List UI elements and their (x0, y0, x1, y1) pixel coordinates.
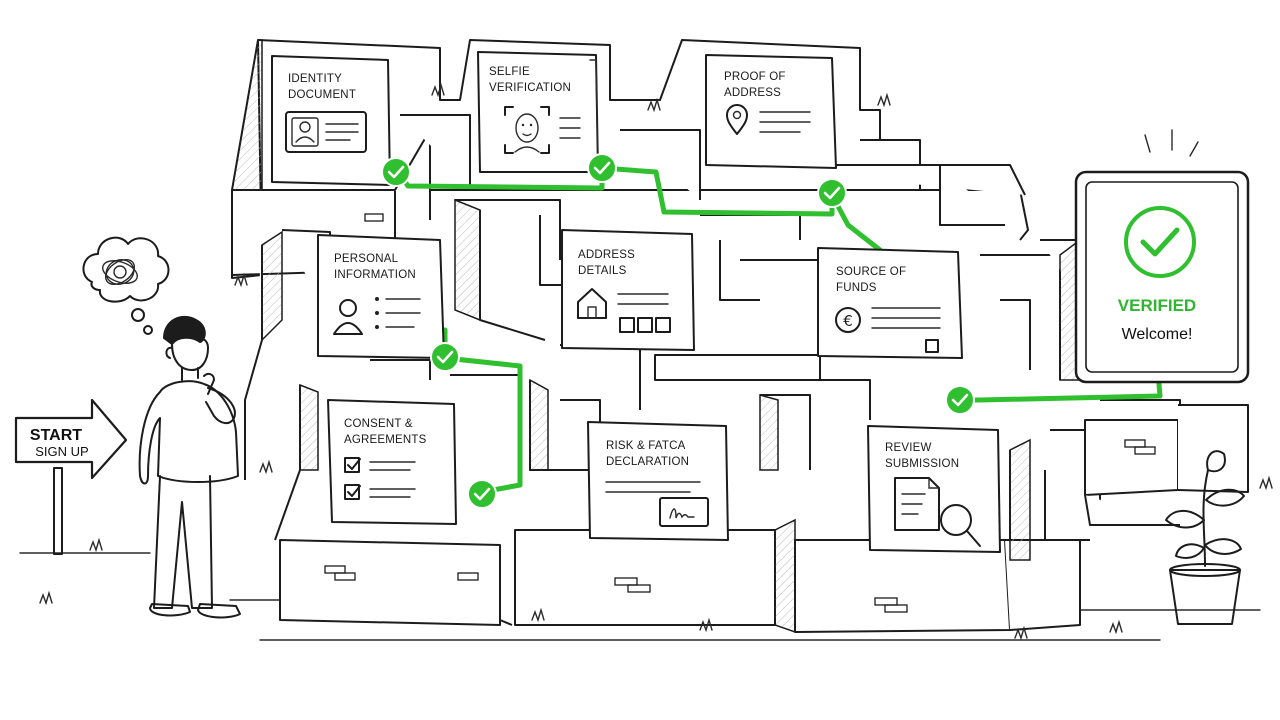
svg-text:DETAILS: DETAILS (578, 265, 627, 277)
svg-text:DOCUMENT: DOCUMENT (288, 89, 356, 101)
start-sign: START SIGN UP (14, 398, 128, 555)
house-icon (577, 288, 671, 333)
svg-text:IDENTITY: IDENTITY (288, 73, 342, 85)
doc-review: REVIEW SUBMISSION (867, 425, 1001, 553)
doc-identity: IDENTITY DOCUMENT (271, 55, 391, 186)
doc-address: ADDRESS DETAILS (561, 229, 695, 351)
start-label: START (30, 427, 82, 444)
success-check-icon (1124, 206, 1196, 278)
svg-text:CONSENT &: CONSENT & (344, 418, 413, 430)
check-icon (945, 385, 975, 415)
verified-label: VERIFIED (1118, 296, 1196, 315)
magnifier-icon (894, 477, 981, 547)
svg-text:SOURCE OF: SOURCE OF (836, 266, 906, 278)
documents: IDENTITY DOCUMENT SELFIE VERIFICATION (271, 51, 1001, 553)
face-scan-icon (504, 106, 581, 154)
svg-text:ADDRESS: ADDRESS (724, 87, 781, 99)
doc-personal: PERSONAL INFORMATION (317, 234, 445, 359)
svg-text:PROOF OF: PROOF OF (724, 71, 786, 83)
location-pin-icon (726, 104, 811, 135)
svg-text:REVIEW: REVIEW (885, 442, 932, 454)
doc-risk: RISK & FATCA DECLARATION (587, 421, 729, 541)
sign-up-label: SIGN UP (35, 444, 88, 459)
thought-bubble (82, 236, 170, 335)
welcome-message: Welcome! (1122, 326, 1193, 343)
doc-selfie: SELFIE VERIFICATION (477, 51, 599, 173)
doc-consent: CONSENT & AGREEMENTS (327, 399, 457, 525)
svg-text:DECLARATION: DECLARATION (606, 456, 689, 468)
svg-text:AGREEMENTS: AGREEMENTS (344, 434, 427, 446)
svg-text:FUNDS: FUNDS (836, 282, 877, 294)
doc-proof: PROOF OF ADDRESS (705, 54, 837, 169)
svg-text:SUBMISSION: SUBMISSION (885, 458, 959, 470)
euro-coin-icon: € (835, 307, 941, 353)
check-badges (381, 153, 975, 509)
id-card-icon (285, 111, 367, 153)
svg-text:SELFIE: SELFIE (489, 66, 530, 78)
checkbox-icon (344, 457, 416, 500)
check-icon (587, 153, 617, 183)
thinking-person (138, 315, 241, 619)
potted-plant (1165, 450, 1245, 625)
check-icon (467, 479, 497, 509)
verified-screen: VERIFIED Welcome! (1074, 129, 1250, 384)
svg-text:RISK & FATCA: RISK & FATCA (606, 440, 686, 452)
svg-text:INFORMATION: INFORMATION (334, 269, 416, 281)
check-icon (817, 178, 847, 208)
svg-text:PERSONAL: PERSONAL (334, 253, 399, 265)
check-icon (381, 157, 411, 187)
svg-text:VERIFICATION: VERIFICATION (489, 82, 571, 94)
tangled-thoughts-icon (102, 258, 138, 286)
person-icon (333, 297, 421, 335)
ground (19, 552, 1261, 641)
signature-icon (605, 481, 709, 527)
svg-text:€: € (843, 312, 853, 330)
doc-funds: SOURCE OF FUNDS € (817, 247, 963, 359)
check-icon (430, 342, 460, 372)
svg-text:ADDRESS: ADDRESS (578, 249, 635, 261)
